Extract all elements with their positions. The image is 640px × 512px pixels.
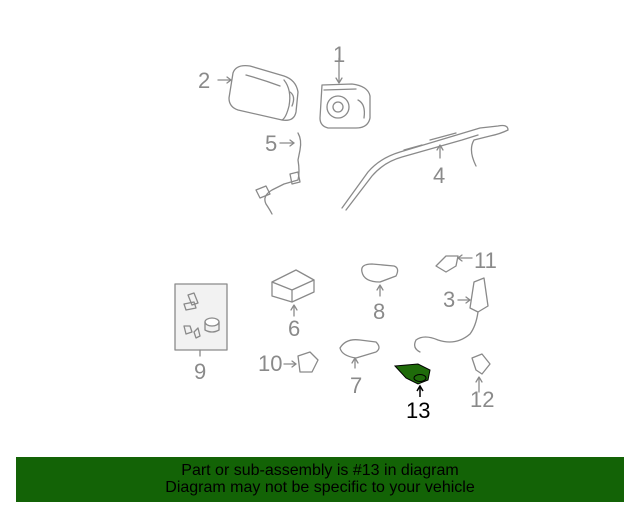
callout-1[interactable]: 1 [333,42,346,67]
info-banner: Part or sub-assembly is #13 in diagram D… [16,457,624,502]
callout-13-highlighted[interactable]: 13 [406,398,431,423]
callout-7[interactable]: 7 [350,373,363,398]
banner-line-disclaimer: Diagram may not be specific to your vehi… [165,479,475,496]
callout-11[interactable]: 11 [474,248,497,273]
part-6-control-module[interactable] [271,269,315,317]
callout-12[interactable]: 12 [470,387,495,412]
callout-8[interactable]: 8 [373,299,386,324]
part-12-bracket[interactable] [471,353,491,393]
part-5-wiring-harness[interactable] [255,132,302,215]
part-11-clip[interactable] [435,254,473,273]
part-3-side-airbag[interactable] [414,277,489,353]
callout-5[interactable]: 5 [265,131,278,156]
callout-10[interactable]: 10 [258,351,283,376]
part-4-curtain-airbag[interactable] [341,124,509,211]
part-10-sensor[interactable] [283,351,319,373]
part-9-hardware-kit[interactable] [174,283,228,357]
callout-6[interactable]: 6 [288,316,301,341]
part-8-sensor[interactable] [361,263,399,297]
part-7-bracket[interactable] [339,339,380,369]
part-2-airbag-module[interactable] [217,65,299,121]
callout-9[interactable]: 9 [194,359,207,384]
callout-3[interactable]: 3 [443,287,456,312]
callout-4[interactable]: 4 [433,163,446,188]
callout-2[interactable]: 2 [198,68,211,93]
part-13-highlighted[interactable] [393,363,431,397]
part-1-steering-airbag[interactable] [319,57,371,129]
banner-line-part-number: Part or sub-assembly is #13 in diagram [181,462,459,479]
